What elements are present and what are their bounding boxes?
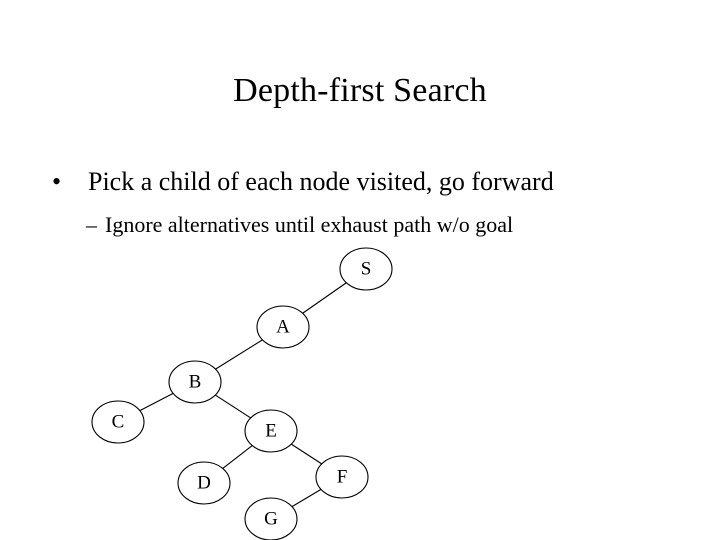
tree-node-ellipse-b bbox=[168, 360, 222, 404]
bullet-dot-icon: • bbox=[52, 167, 62, 196]
tree-edge-b-c bbox=[139, 392, 174, 412]
tree-edge-a-b bbox=[215, 339, 263, 370]
tree-node-label-e: E bbox=[265, 420, 277, 441]
tree-edge-e-d bbox=[222, 445, 253, 469]
tree-node-a[interactable]: A bbox=[256, 305, 310, 349]
tree-node-label-c: C bbox=[112, 411, 125, 432]
bullet-level2-text: Ignore alternatives until exhaust path w… bbox=[105, 212, 514, 237]
tree-node-f[interactable]: F bbox=[315, 455, 369, 499]
tree-node-ellipse-f bbox=[315, 455, 369, 499]
tree-edge-e-f bbox=[290, 443, 323, 465]
page-title: Depth-first Search bbox=[233, 72, 487, 109]
tree-node-c[interactable]: C bbox=[91, 400, 145, 444]
tree-node-e[interactable]: E bbox=[244, 409, 298, 453]
tree-node-label-f: F bbox=[337, 466, 348, 487]
bullet-dash-icon: – bbox=[86, 212, 97, 237]
tree-node-label-s: S bbox=[361, 258, 372, 279]
bullet-level1-text: Pick a child of each node visited, go fo… bbox=[88, 167, 554, 196]
tree-node-label-a: A bbox=[276, 316, 290, 337]
tree-node-ellipse-e bbox=[244, 409, 298, 453]
tree-edge-f-g bbox=[291, 488, 322, 508]
tree-node-label-d: D bbox=[197, 472, 211, 493]
tree-node-ellipse-c bbox=[91, 400, 145, 444]
tree-node-ellipse-a bbox=[256, 305, 310, 349]
tree-node-b[interactable]: B bbox=[168, 360, 222, 404]
tree-node-ellipse-g bbox=[244, 497, 298, 540]
tree-node-label-b: B bbox=[189, 371, 202, 392]
tree-node-group: S A B C E D F G bbox=[91, 247, 393, 540]
tree-node-ellipse-s bbox=[339, 247, 393, 291]
tree-node-ellipse-d bbox=[177, 461, 231, 505]
bullet-item-level1: • Pick a child of each node visited, go f… bbox=[52, 165, 692, 199]
tree-node-label-g: G bbox=[264, 508, 278, 529]
tree-edge-b-e bbox=[215, 394, 251, 419]
tree-edge-s-a bbox=[302, 282, 347, 314]
tree-node-g[interactable]: G bbox=[244, 497, 298, 540]
search-tree-diagram: S A B C E D F G bbox=[0, 240, 720, 540]
tree-node-s[interactable]: S bbox=[339, 247, 393, 291]
tree-edge-group bbox=[139, 282, 347, 508]
bullet-item-level2: –Ignore alternatives until exhaust path … bbox=[86, 210, 706, 240]
tree-node-d[interactable]: D bbox=[177, 461, 231, 505]
